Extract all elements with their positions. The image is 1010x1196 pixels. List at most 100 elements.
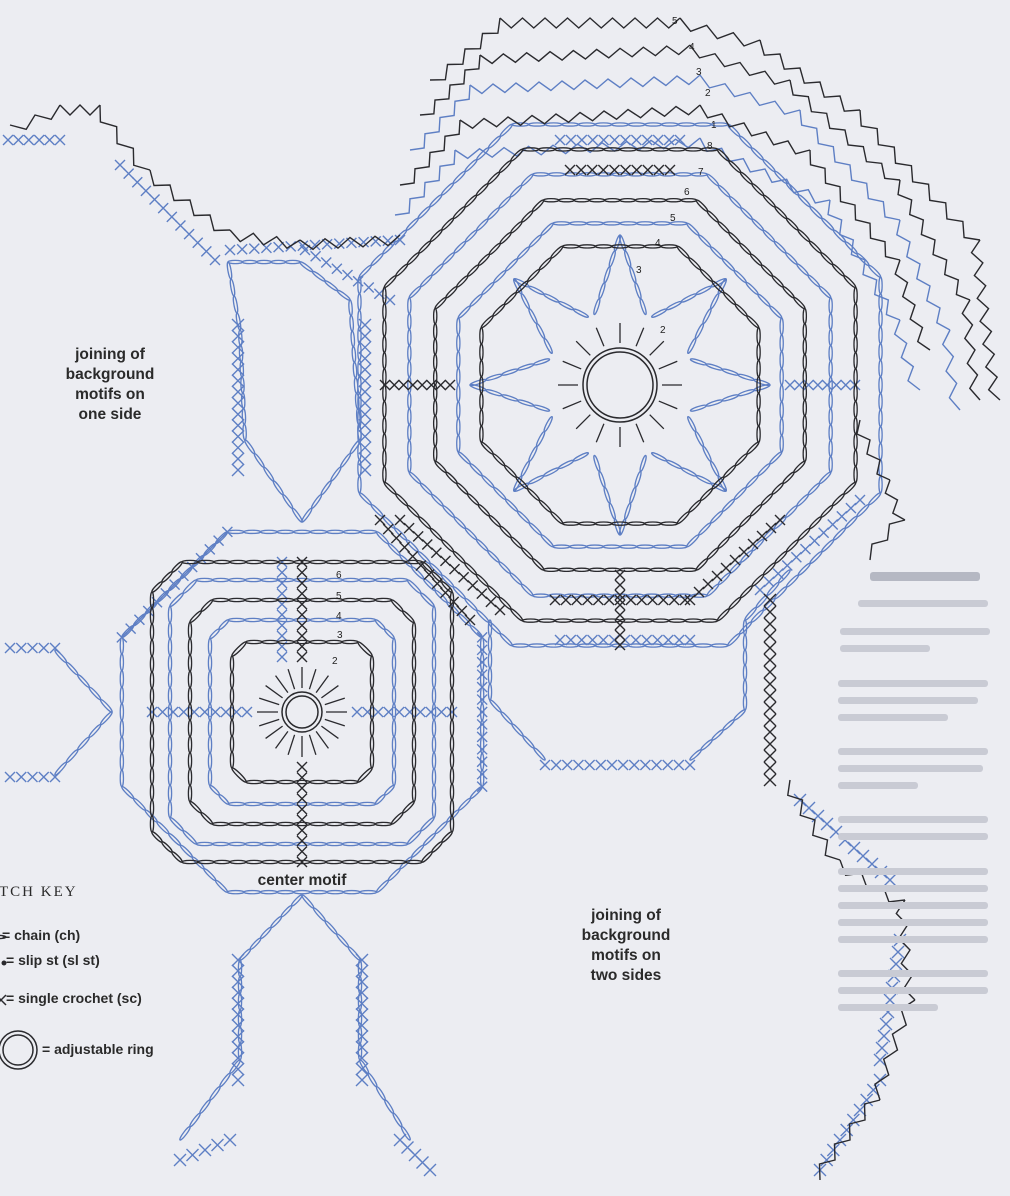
chain-stitch (743, 665, 746, 680)
chain-stitch (412, 639, 415, 655)
chain-stitch (854, 287, 857, 303)
chain-stitch (661, 245, 677, 248)
chain-stitch (521, 547, 534, 560)
edging-row (480, 45, 690, 63)
chain-stitch (310, 560, 326, 563)
chain-stitch (498, 160, 512, 174)
chain-stitch (200, 599, 213, 612)
chain-stitch (358, 492, 372, 506)
single-crochet-mark (28, 772, 38, 782)
chain-stitch (774, 206, 788, 220)
single-crochet-mark (356, 1074, 368, 1086)
chain-stitch (182, 579, 198, 595)
single-crochet-mark (399, 380, 409, 390)
ring-stitch (325, 719, 345, 725)
chain-stitch (168, 753, 171, 769)
chain-stitch (456, 482, 469, 495)
chain-stitch (598, 471, 606, 488)
chain-stitch (343, 802, 359, 805)
single-crochet-mark (764, 714, 776, 726)
single-crochet-mark (477, 757, 487, 767)
label-joining-one-side: joining of background motifs on one side (50, 345, 170, 425)
ring-stitch (316, 731, 328, 748)
chain-stitch (480, 328, 483, 344)
chain-stitch (698, 522, 712, 536)
chain-stitch (464, 597, 478, 611)
chain-stitch (723, 464, 737, 478)
single-crochet-mark (400, 542, 410, 552)
single-crochet-mark (764, 606, 776, 618)
single-crochet-mark (813, 380, 823, 390)
single-crochet-mark (193, 238, 203, 248)
label-line: motifs on (50, 385, 170, 405)
chain-stitch (188, 769, 191, 785)
chain-stitch (573, 452, 589, 462)
chain-stitch (242, 408, 246, 424)
chain-stitch (230, 704, 233, 720)
chain-stitch (832, 527, 846, 541)
chain-stitch (442, 505, 455, 518)
chain-stitch (757, 463, 771, 477)
chain-stitch (150, 752, 153, 768)
chain-stitch (829, 409, 832, 425)
single-crochet-mark (892, 946, 904, 958)
ring-stitch (650, 415, 664, 429)
chain-stitch (342, 780, 358, 783)
chain-stitch (480, 426, 483, 442)
chain-stitch (750, 253, 763, 266)
chain-stitch (500, 711, 513, 725)
single-crochet-mark (297, 557, 307, 567)
single-crochet-mark (880, 1018, 892, 1030)
chain-stitch (375, 1086, 386, 1101)
chain-stitch (383, 320, 386, 336)
chain-stitch (653, 545, 670, 548)
chain-stitch (587, 222, 604, 225)
chain-stitch (702, 308, 712, 324)
chain-stitch (99, 699, 113, 714)
single-crochet-mark (615, 580, 625, 590)
chain-stitch (593, 455, 601, 472)
chain-stitch (348, 300, 352, 316)
edging-row (760, 40, 860, 111)
chain-stitch (450, 768, 453, 784)
chain-stitch (150, 736, 153, 752)
chain-stitch (746, 315, 760, 329)
chain-stitch (587, 545, 604, 548)
chain-stitch (383, 401, 386, 417)
chain-stitch (681, 467, 697, 477)
chain-stitch (829, 361, 832, 377)
chain-stitch (520, 173, 533, 186)
chain-stitch (326, 560, 342, 563)
single-crochet-mark (232, 375, 244, 387)
chain-stitch (757, 426, 760, 442)
chain-stitch (879, 427, 882, 444)
chain-stitch (262, 860, 278, 863)
chain-stitch (831, 493, 845, 507)
single-crochet-mark (404, 523, 414, 533)
row-number: 7 (698, 167, 704, 178)
chain-stitch (200, 812, 213, 825)
edging-row (395, 150, 455, 215)
chain-stitch (327, 802, 343, 805)
chain-stitch (441, 182, 455, 196)
chain-stitch (391, 842, 407, 845)
ring-stitch (259, 719, 279, 725)
chain-stitch (717, 536, 730, 549)
chain-stitch (429, 527, 443, 541)
chain-stitch (182, 830, 198, 846)
chain-stitch (854, 466, 857, 482)
single-crochet-mark (175, 220, 185, 230)
single-crochet-mark (5, 772, 15, 782)
chain-stitch (769, 305, 783, 319)
chain-stitch (709, 293, 719, 309)
chain-stitch (695, 199, 708, 212)
single-crochet-mark (674, 635, 684, 645)
single-crochet-mark (477, 782, 487, 792)
chain-stitch (589, 199, 604, 202)
chain-stitch (771, 275, 784, 288)
chain-stitch (678, 123, 695, 126)
single-crochet-mark (205, 544, 215, 554)
chain-stitch (232, 296, 238, 314)
chain-stitch (681, 199, 696, 202)
single-crochet-mark (297, 652, 307, 662)
